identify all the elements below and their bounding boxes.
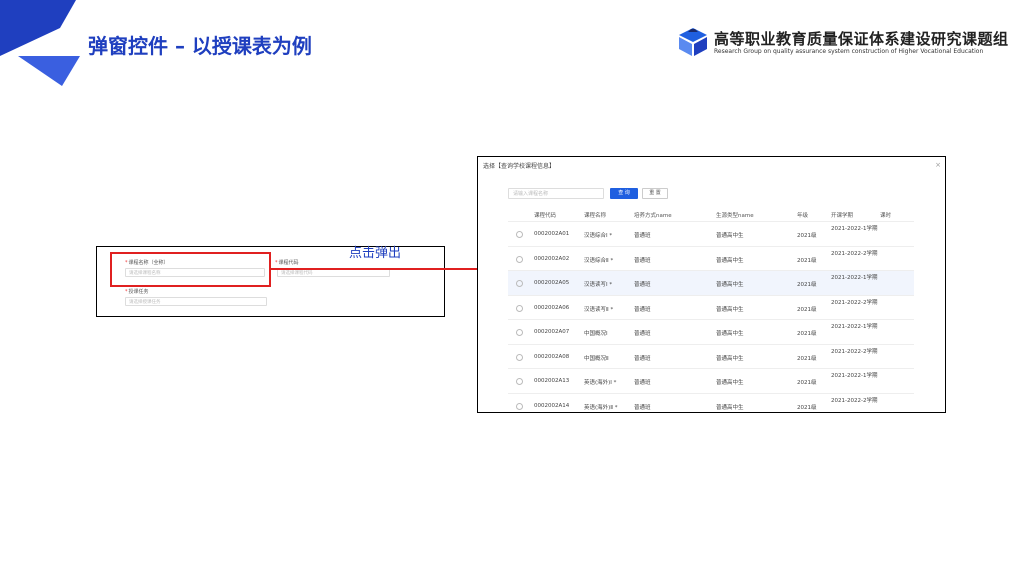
highlight-box	[110, 252, 271, 287]
cell-grade: 2021级	[797, 404, 817, 411]
cell-grade: 2021级	[797, 306, 817, 313]
cell-code: 0002002A08	[534, 353, 570, 360]
query-button[interactable]: 查 询	[610, 188, 638, 199]
cell-name: 中国概况Ⅱ	[584, 355, 609, 362]
column-header: 培养方式name	[634, 213, 672, 219]
cell-source: 普通高中生	[716, 355, 744, 362]
table-header: 课程代码 课程名称 培养方式name 生源类型name 年级 开课学期 课时	[508, 207, 914, 222]
cube-logo-icon	[679, 28, 707, 56]
cell-grade: 2021级	[797, 380, 817, 386]
task-label: *授课任务	[125, 289, 149, 295]
cell-term: 2021-2022-2学期	[831, 250, 878, 257]
search-input[interactable]: 请输入课程名称	[508, 188, 604, 199]
column-header: 生源类型name	[716, 213, 754, 219]
cell-source: 普通高中生	[716, 380, 744, 386]
row-radio[interactable]	[516, 304, 523, 312]
column-header: 课程代码	[534, 213, 557, 219]
cell-term: 2021-2022-2学期	[831, 348, 878, 355]
cell-grade: 2021级	[797, 282, 817, 288]
cell-source: 普通高中生	[716, 306, 744, 313]
row-radio[interactable]	[516, 378, 523, 385]
cell-source: 普通高中生	[716, 257, 744, 264]
close-icon[interactable]: ×	[935, 161, 941, 169]
cell-term: 2021-2022-1学期	[831, 226, 878, 232]
cell-name: 中国概况Ⅰ	[584, 331, 608, 337]
cell-term: 2021-2022-2学期	[831, 397, 878, 404]
cell-source: 普通高中生	[716, 331, 744, 337]
cell-source: 普通高中生	[716, 404, 744, 411]
cell-code: 0002002A07	[534, 329, 570, 335]
table-row[interactable]: 0002002A13 英语(海外)Ⅰ * 普通班 普通高中生 2021级 202…	[508, 369, 914, 394]
cell-term: 2021-2022-1学期	[831, 324, 878, 330]
slide-title: 弹窗控件 – 以授课表为例	[88, 34, 312, 58]
course-code-label: *课程代码	[275, 260, 299, 266]
corner-decoration	[0, 0, 80, 86]
cell-grade: 2021级	[797, 331, 817, 337]
cell-mode: 普通班	[634, 233, 651, 239]
table-row-selected[interactable]: 0002002A05 汉语读写Ⅰ * 普通班 普通高中生 2021级 2021-…	[508, 271, 914, 296]
row-radio[interactable]	[516, 280, 523, 287]
column-header: 年级	[797, 213, 809, 219]
cell-term: 2021-2022-1学期	[831, 275, 878, 281]
dialog-title: 选择【查询学校课程信息】	[483, 163, 556, 170]
cell-name: 英语(海外)Ⅰ *	[584, 380, 617, 386]
cell-code: 0002002A05	[534, 280, 570, 286]
course-table: 课程代码 课程名称 培养方式name 生源类型name 年级 开课学期 课时 0…	[508, 207, 914, 413]
cell-grade: 2021级	[797, 257, 817, 264]
cell-name: 汉语综合Ⅱ *	[584, 257, 614, 264]
table-row[interactable]: 0002002A07 中国概况Ⅰ 普通班 普通高中生 2021级 2021-20…	[508, 320, 914, 345]
cell-mode: 普通班	[634, 355, 651, 362]
column-header: 课程名称	[584, 213, 607, 219]
table-row[interactable]: 0002002A08 中国概况Ⅱ 普通班 普通高中生 2021级 2021-20…	[508, 345, 914, 369]
arrow-right-icon	[270, 264, 492, 274]
org-name-en: Research Group on quality assurance syst…	[714, 48, 984, 55]
cell-mode: 普通班	[634, 282, 651, 288]
cell-code: 0002002A02	[534, 255, 570, 262]
table-row[interactable]: 0002002A14 英语(海外)Ⅱ * 普通班 普通高中生 2021级 202…	[508, 394, 914, 413]
cell-mode: 普通班	[634, 404, 651, 411]
row-radio[interactable]	[516, 402, 523, 410]
cell-name: 汉语综合Ⅰ *	[584, 233, 613, 239]
cell-term: 2021-2022-1学期	[831, 373, 878, 379]
reset-button[interactable]: 重 置	[642, 188, 668, 199]
cell-code: 0002002A06	[534, 304, 570, 311]
cell-mode: 普通班	[634, 306, 651, 313]
course-name-label: *课程名称（全称）	[125, 260, 169, 266]
cell-mode: 普通班	[634, 331, 651, 337]
table-row[interactable]: 0002002A06 汉语读写Ⅱ * 普通班 普通高中生 2021级 2021-…	[508, 296, 914, 320]
row-radio[interactable]	[516, 353, 523, 361]
popup-annotation: 点击弹出	[349, 246, 402, 261]
course-name-input[interactable]: 请选择课程名称	[125, 268, 265, 277]
table-row[interactable]: 0002002A02 汉语综合Ⅱ * 普通班 普通高中生 2021级 2021-…	[508, 247, 914, 271]
cell-grade: 2021级	[797, 355, 817, 362]
cell-code: 0002002A13	[534, 378, 570, 384]
cell-source: 普通高中生	[716, 282, 744, 288]
column-header: 开课学期	[831, 213, 854, 219]
cell-mode: 普通班	[634, 380, 651, 386]
table-row[interactable]: 0002002A01 汉语综合Ⅰ * 普通班 普通高中生 2021级 2021-…	[508, 222, 914, 247]
row-radio[interactable]	[516, 255, 523, 263]
cell-source: 普通高中生	[716, 233, 744, 239]
cell-code: 0002002A14	[534, 402, 570, 409]
column-header: 课时	[880, 213, 892, 219]
task-input[interactable]: 请选择授课任务	[125, 297, 267, 306]
cell-code: 0002002A01	[534, 231, 570, 237]
course-select-dialog: 选择【查询学校课程信息】 × 请输入课程名称 查 询 重 置 课程代码 课程名称…	[477, 156, 946, 413]
row-radio[interactable]	[516, 329, 523, 336]
cell-name: 汉语读写Ⅰ *	[584, 282, 613, 288]
cell-name: 英语(海外)Ⅱ *	[584, 404, 618, 411]
org-name-cn: 高等职业教育质量保证体系建设研究课题组	[714, 30, 1009, 48]
cell-mode: 普通班	[634, 257, 651, 264]
cell-term: 2021-2022-2学期	[831, 299, 878, 306]
row-radio[interactable]	[516, 231, 523, 238]
cell-grade: 2021级	[797, 233, 817, 239]
cell-name: 汉语读写Ⅱ *	[584, 306, 614, 313]
